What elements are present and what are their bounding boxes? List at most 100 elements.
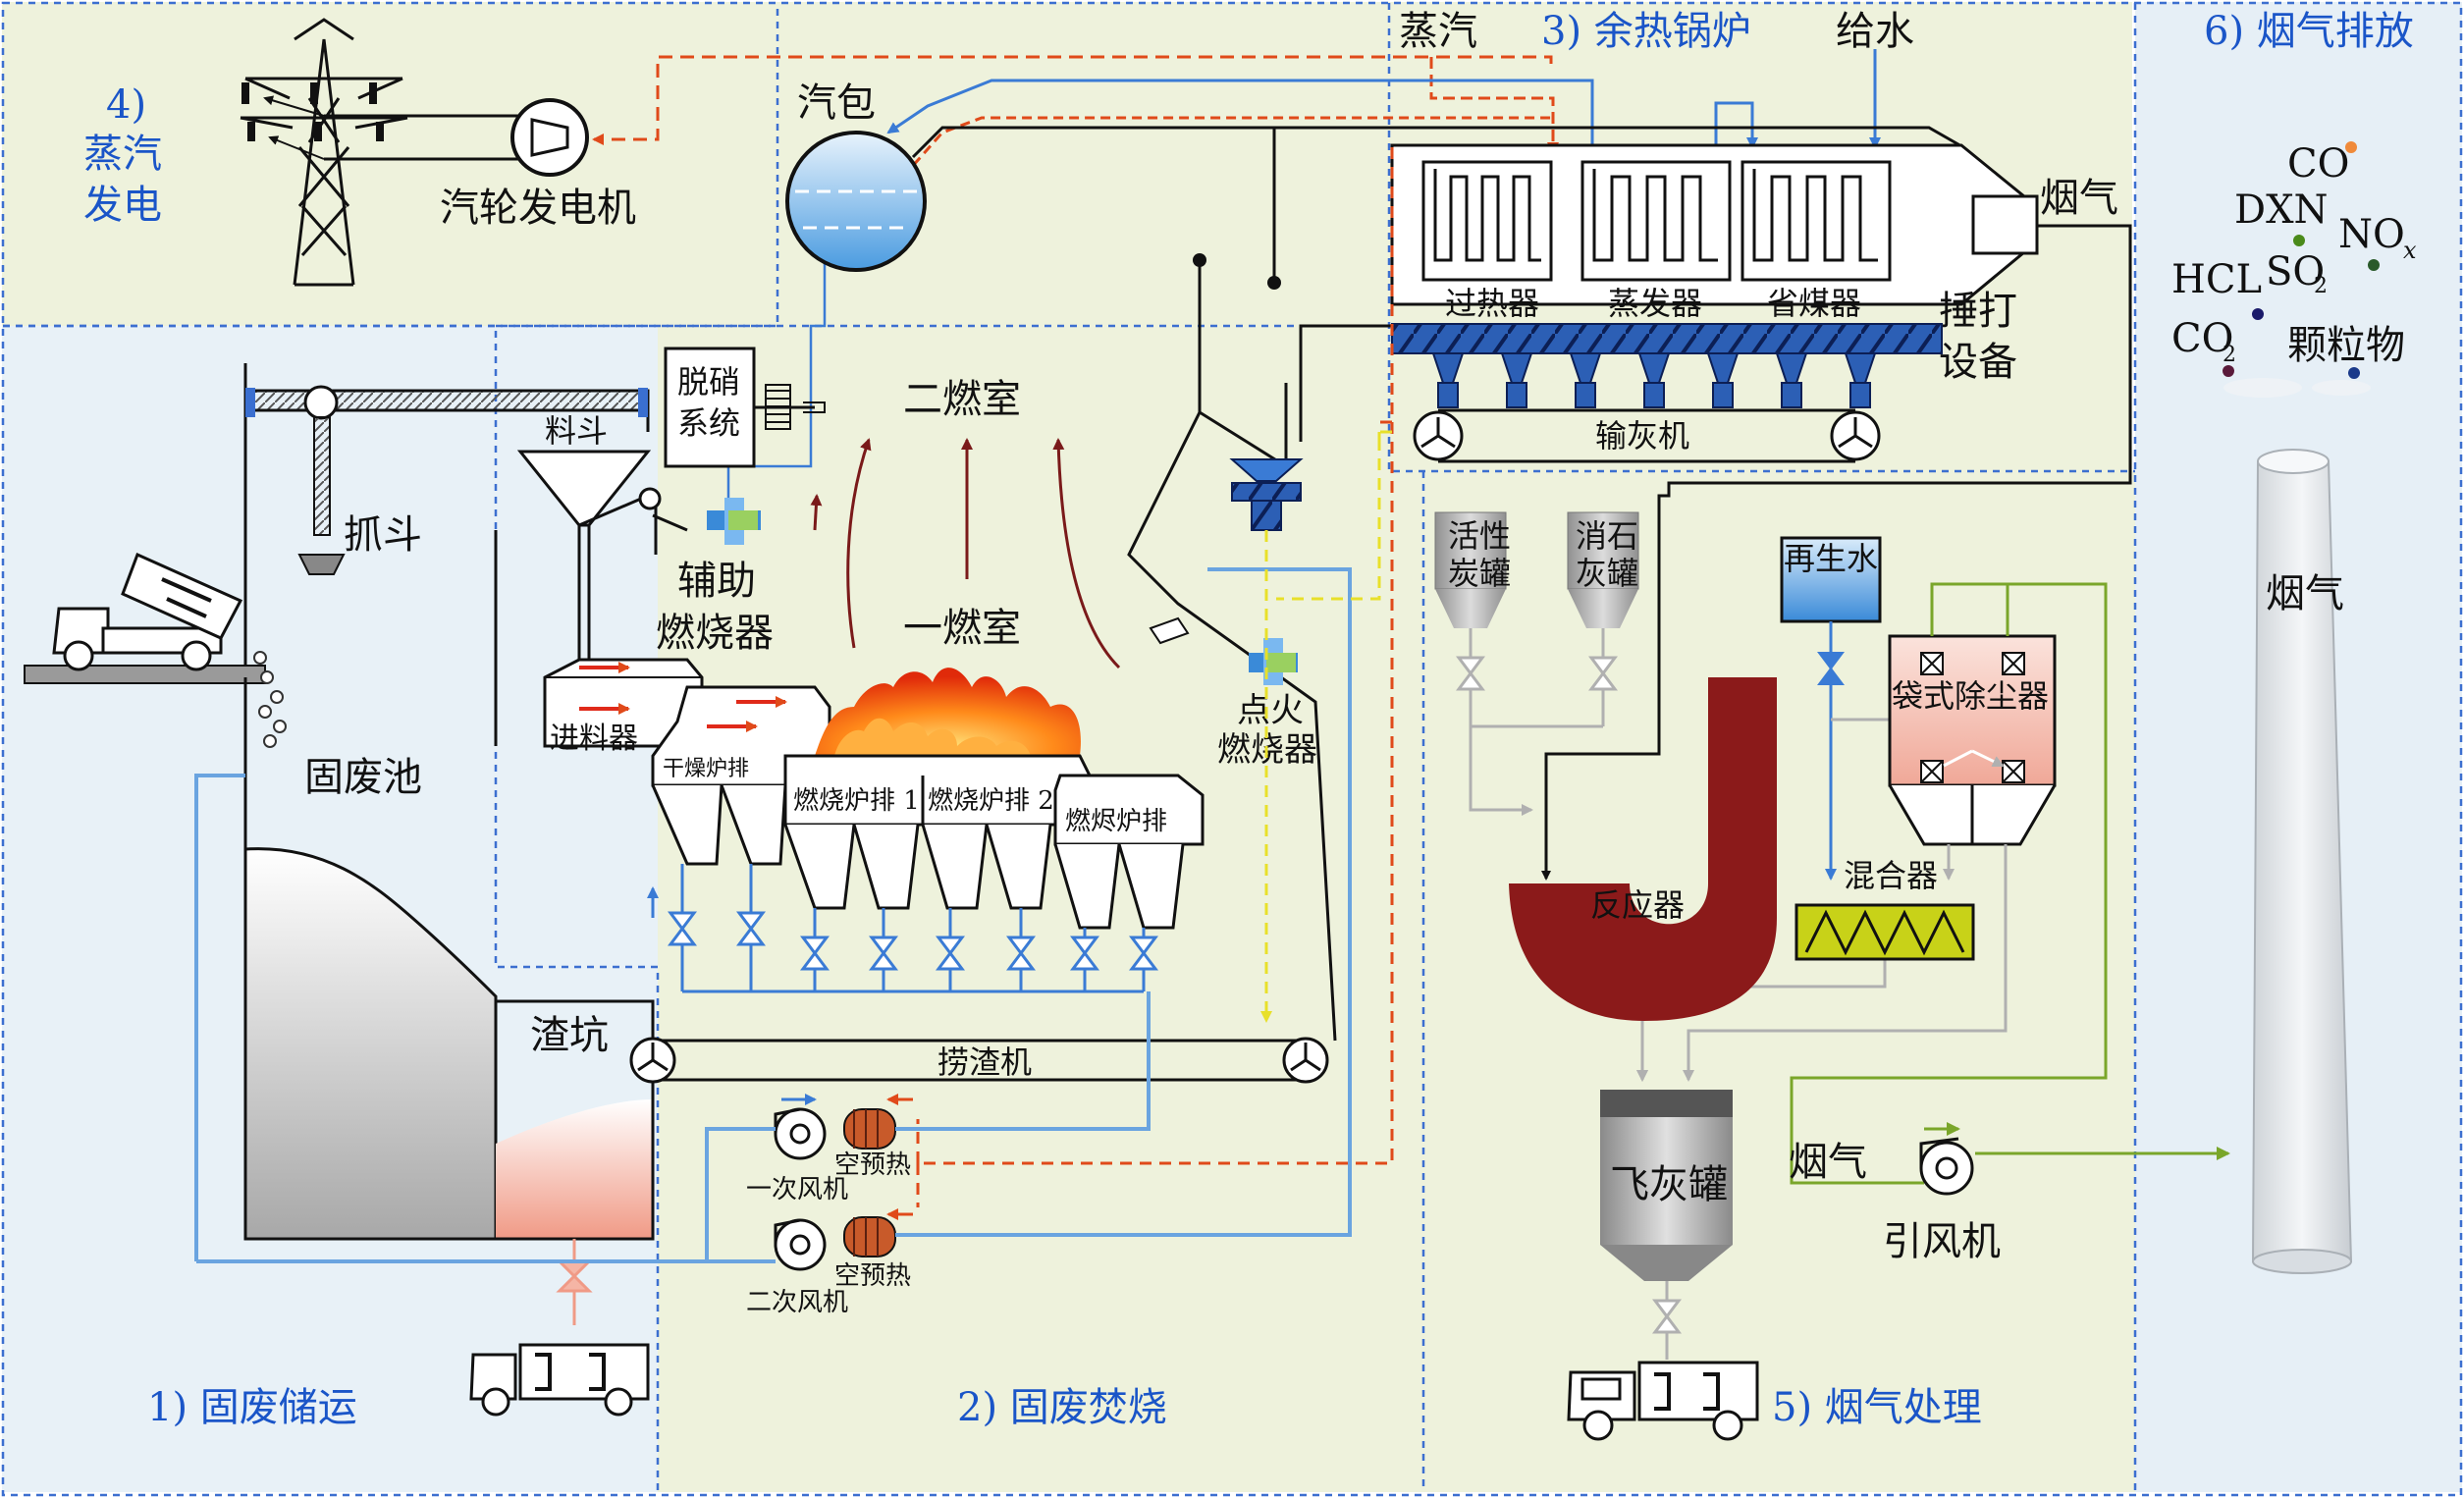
lime-tank <box>1567 511 1639 726</box>
denox-label-l2: 系统 <box>677 404 740 442</box>
reactor <box>1509 677 1777 1021</box>
burn-grate-2-label: 燃烧炉排 2 <box>928 786 1054 816</box>
denox-system <box>664 347 826 468</box>
primary-fan-label: 一次风机 <box>746 1175 848 1204</box>
zone-boiler-border <box>1387 3 2135 473</box>
lime-label-l2: 灰罐 <box>1576 555 1638 592</box>
emission-smoke <box>2223 378 2371 398</box>
reclaimed-water-tank <box>1780 536 1890 881</box>
green-flue-lines <box>1790 582 2230 1185</box>
chimney-gas-label: 烟气 <box>2266 571 2344 616</box>
zone-label-incineration: 2) 固废焚烧 <box>957 1385 1167 1430</box>
emission-co2-sub: 2 <box>2223 343 2236 367</box>
power-arrow-1 <box>263 95 325 117</box>
ash-conveyor <box>1413 408 1881 463</box>
aux-burner-icon <box>652 498 761 545</box>
ash-return-pipe <box>1260 430 1392 1023</box>
drum-label: 汽包 <box>797 80 876 126</box>
zone-label-flue-treatment: 5) 烟气处理 <box>1772 1385 1982 1430</box>
bag-filter <box>1888 634 2057 846</box>
emission-nox-sub: x <box>2403 237 2417 264</box>
boiler-black-ash-line <box>1299 324 1392 442</box>
air-preheater-2-label: 空预热 <box>834 1261 911 1291</box>
reclaimed-water-label: 再生水 <box>1784 540 1878 577</box>
hopper-label: 料斗 <box>545 412 608 450</box>
zone-flue-bg <box>1423 471 2135 1492</box>
superheater-label: 过热器 <box>1445 285 1539 322</box>
furnace-right-wall <box>1127 280 1337 1042</box>
air-preheater-1-label: 空预热 <box>834 1150 911 1180</box>
drum-icon <box>785 131 927 272</box>
id-fan-label: 引风机 <box>1883 1219 2001 1264</box>
waste-pit <box>243 677 498 1241</box>
hopper-pivot <box>638 487 662 510</box>
aux-burner-label-l1: 辅助 <box>677 559 756 604</box>
fly-ash-tank <box>1600 1090 1733 1360</box>
secondary-fan-label: 二次风机 <box>746 1288 848 1317</box>
primary-chamber-label: 一燃室 <box>903 606 1021 651</box>
zone-label-boiler: 3) 余热锅炉 <box>1541 9 1751 54</box>
air-pipes <box>194 567 1352 1263</box>
zone-label-power-num: 4) <box>106 82 146 128</box>
grab-icon <box>297 385 346 575</box>
boiler-ash-hoppers <box>1431 352 1877 408</box>
boiler-outlet <box>1971 194 2039 255</box>
tower-insulators <box>241 82 384 141</box>
zone-label-emission: 6) 烟气排放 <box>2204 9 2414 54</box>
ignition-hopper <box>1229 458 1304 531</box>
activated-carbon-label-l2: 炭罐 <box>1448 555 1511 592</box>
ignition-burner-icon <box>1149 616 1298 685</box>
grate-air-valves <box>668 864 1158 993</box>
zone-storage-border <box>3 324 660 1492</box>
fly-ash-tank-label: 飞灰罐 <box>1610 1162 1728 1207</box>
power-line <box>324 114 520 161</box>
id-fan-icon <box>1919 1122 1974 1196</box>
drum-to-superheater <box>901 116 1553 178</box>
aux-burner-label-l2: 燃烧器 <box>656 611 774 656</box>
superheater-coil <box>1421 160 1553 282</box>
steam-to-superheater <box>1429 57 1559 154</box>
burn-grates <box>783 754 1092 910</box>
feed-hopper <box>494 450 652 746</box>
activated-carbon-tank <box>1434 511 1507 746</box>
falling-waste <box>253 651 287 748</box>
mixer <box>1794 903 1975 961</box>
turbine-icon <box>510 98 589 177</box>
slag-pit-label: 渣坑 <box>530 1013 609 1058</box>
treatment-flue-gas-label: 烟气 <box>1789 1140 1867 1185</box>
power-arrow-2 <box>268 135 325 160</box>
steam-pipe-to-turbine <box>592 55 1553 145</box>
burnout-grate <box>1053 774 1205 930</box>
emission-co2-label: CO <box>2171 316 2233 361</box>
evaporator-coil <box>1580 160 1732 282</box>
emission-so2-sub: 2 <box>2314 274 2328 298</box>
rapper-label-l2: 设备 <box>1939 340 2017 385</box>
slag-remover <box>629 1037 1329 1084</box>
emission-dxn-label: DXN <box>2234 187 2329 233</box>
slag-remover-label: 捞渣机 <box>937 1043 1032 1081</box>
boiler-feedwater-label: 给水 <box>1836 9 1914 54</box>
reactor-label: 反应器 <box>1590 886 1685 924</box>
flame-icon <box>815 668 1081 756</box>
boiler-black-line <box>911 126 1964 159</box>
economizer-link <box>1714 101 1758 157</box>
emission-nox-label: NO <box>2338 212 2405 257</box>
turbine-label: 汽轮发电机 <box>440 186 636 231</box>
drum-downcomer <box>726 236 827 515</box>
activated-carbon-label-l1: 活性 <box>1448 517 1511 555</box>
dry-grate-label: 干燥炉排 <box>663 757 749 781</box>
burnout-grate-label: 燃烬炉排 <box>1065 807 1167 836</box>
secondary-chamber-label: 二燃室 <box>903 377 1021 422</box>
bag-filter-label: 袋式除尘器 <box>1892 677 2049 715</box>
zone-label-power-l2: 发电 <box>83 183 162 228</box>
hot-air-pipes <box>916 147 1394 1207</box>
fly-ash-truck-icon <box>1567 1361 1759 1441</box>
boiler-flue-gas-label: 烟气 <box>2040 176 2118 221</box>
slag-truck-icon <box>469 1343 650 1417</box>
flue-to-reactor <box>1541 224 2132 881</box>
evaporator-label: 蒸发器 <box>1608 285 1702 322</box>
emission-so2-label: SO <box>2266 249 2325 294</box>
air-preheater-2-icon <box>843 1216 896 1257</box>
